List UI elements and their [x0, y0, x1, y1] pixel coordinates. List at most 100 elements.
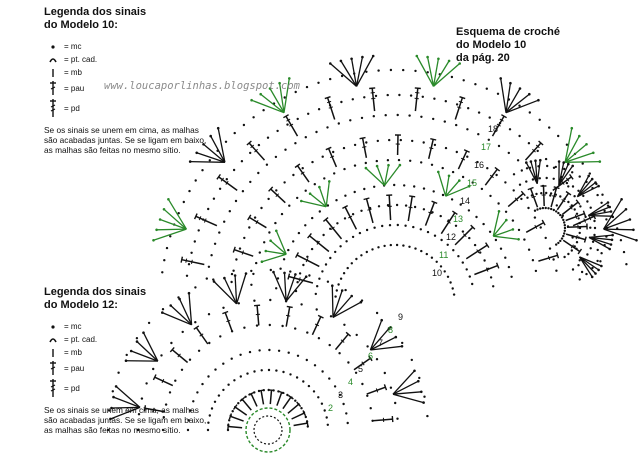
stitch-post	[525, 219, 546, 233]
legend-item-label: = pt. cad.	[64, 55, 98, 64]
chain-round	[206, 368, 329, 432]
stitch-post	[454, 96, 466, 120]
stitch-post	[228, 413, 244, 422]
stitch-post	[561, 199, 581, 216]
stitch-post	[342, 204, 358, 230]
stitch-post	[268, 186, 286, 204]
chain-dot-icon	[44, 42, 62, 52]
legend-item-treble-crochet: = pd	[44, 377, 212, 399]
stitch-post	[359, 136, 368, 158]
stitch-fan	[588, 233, 614, 251]
legend-title: Legenda dos sinais do Modelo 12:	[44, 286, 212, 312]
stitch-fan	[492, 210, 520, 241]
stitch-post	[440, 210, 458, 235]
stitch-post	[538, 252, 560, 262]
stitch-fan	[499, 77, 540, 114]
stitch-post	[247, 214, 267, 229]
stitch-fan	[161, 291, 193, 326]
legend-item-treble-crochet: = pd	[44, 97, 212, 119]
row-number: 13	[453, 214, 463, 224]
legend-item-slip-stitch: = pt. cad.	[44, 333, 212, 346]
treble-crochet-icon	[44, 98, 62, 118]
stitch-post	[193, 325, 209, 345]
stitch-post	[294, 163, 310, 183]
double-crochet-icon	[44, 80, 62, 96]
stitch-post	[254, 304, 261, 326]
center-ring	[245, 407, 291, 453]
legend-note: Se os sinais se unem em cima, as malhas …	[44, 125, 207, 155]
stitch-fan	[124, 331, 159, 363]
stitch-post	[287, 273, 314, 284]
scheme-title-line3: da pág. 20	[456, 52, 510, 64]
stitch-fan	[300, 180, 331, 208]
stitch-fan	[557, 160, 574, 186]
stitch-fan	[188, 126, 226, 163]
stitch-post	[291, 410, 307, 420]
stitch-post	[474, 262, 500, 276]
stitch-fan	[329, 54, 375, 87]
chain-round	[161, 68, 628, 274]
stitch-fan	[272, 270, 308, 302]
row-number: 8	[388, 325, 393, 335]
row-number: 11	[439, 250, 448, 260]
scheme-title-line2: do Modelo 10	[456, 39, 527, 51]
stitch-fan	[564, 126, 602, 163]
stitch-post	[216, 173, 238, 192]
stitch-fan	[525, 158, 542, 184]
legend-item-double-crochet: = pau	[44, 359, 212, 377]
legend-item-label: = mc	[64, 42, 82, 51]
slip-stitch-arc-icon	[44, 55, 62, 65]
chain-dot-icon	[44, 322, 62, 332]
stitch-post	[550, 186, 560, 208]
stitch-post	[324, 96, 336, 120]
row-number: 5	[358, 364, 363, 374]
chain-round	[512, 164, 609, 281]
stitch-post	[232, 246, 254, 257]
stitch-post	[491, 114, 507, 137]
chain-round	[161, 323, 374, 432]
scheme-title: Esquema de croché do Modelo 10 da pág. 2…	[456, 26, 560, 65]
stitch-post	[565, 210, 587, 222]
stitch-post	[507, 190, 526, 208]
legend-item-label: = pt. cad.	[64, 335, 98, 344]
stitch-post	[334, 331, 352, 351]
stitch-post	[287, 401, 302, 414]
stitch-post	[524, 140, 544, 161]
stitch-post	[424, 200, 438, 226]
stitch-post	[556, 190, 572, 211]
stitch-post	[394, 134, 402, 156]
stitch-post	[465, 242, 490, 260]
stitch-fan	[260, 229, 287, 264]
stitch-post	[427, 138, 437, 159]
stitch-post	[325, 146, 338, 168]
stitch-post	[353, 355, 373, 371]
legend-item-double-crochet: = pau	[44, 79, 212, 97]
stitch-post	[276, 390, 285, 406]
row-number: 4	[348, 377, 353, 387]
chain-round	[186, 348, 349, 432]
chain-round	[230, 138, 558, 284]
stitch-post	[282, 394, 294, 410]
single-crochet-icon	[44, 67, 62, 79]
row-number: 3	[338, 390, 343, 400]
stitch-fan	[109, 385, 141, 421]
stitch-post	[293, 419, 309, 427]
stitch-fan	[587, 201, 614, 218]
stitch-fan	[152, 198, 187, 242]
stitch-post	[369, 87, 376, 112]
stitch-post	[566, 223, 588, 230]
stitch-post	[457, 149, 470, 170]
stitch-post	[414, 87, 421, 112]
stitch-fan	[369, 318, 404, 351]
stitch-post	[180, 256, 205, 266]
chain-round	[106, 268, 429, 432]
watermark: www.loucaporlinhas.blogspot.com	[104, 80, 300, 92]
legend-title-line1: Legenda dos sinais	[44, 6, 147, 18]
stitch-fan	[250, 77, 291, 114]
legend-title-line2: do Modelo 10:	[44, 19, 118, 31]
chain-round	[250, 158, 538, 286]
row-number: 12	[446, 232, 456, 242]
stitch-fan	[392, 369, 425, 404]
row-number: 17	[481, 142, 491, 152]
